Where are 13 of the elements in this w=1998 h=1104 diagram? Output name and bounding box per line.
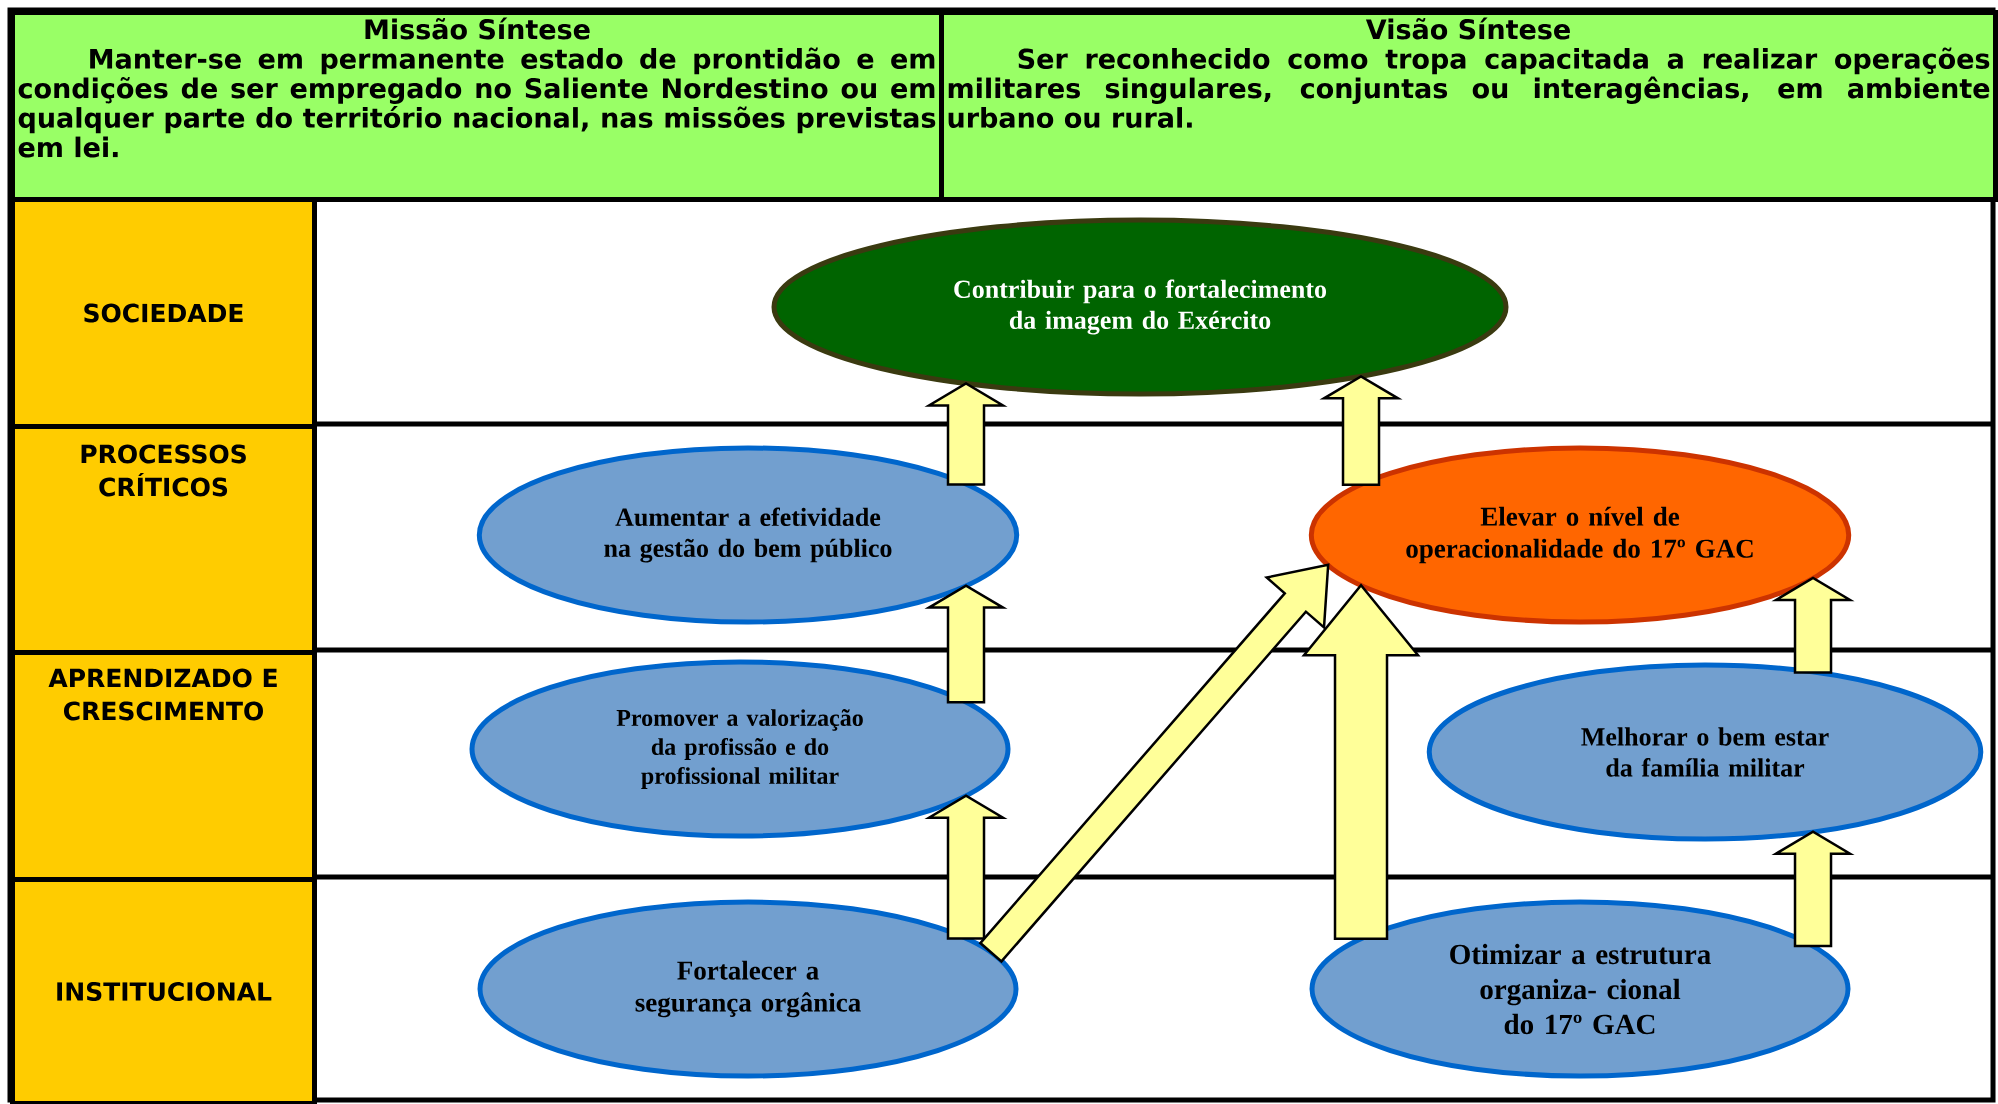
header-box: Visão Síntese Ser reconhecido como tropa capacitada a realizar operações militares singulares, conjuntas ou interagências, em ambiente urbano ou rural. bbox=[939, 10, 1998, 202]
block-arrow bbox=[1301, 583, 1421, 941]
block-arrow bbox=[1319, 374, 1403, 487]
block-arrow bbox=[924, 794, 1008, 940]
block-arrow bbox=[1771, 830, 1855, 948]
row-label-box: INSTITUCIONAL bbox=[10, 877, 317, 1104]
block-arrow bbox=[924, 584, 1008, 704]
row-label-box: PROCESSOS CRÍTICOS bbox=[10, 424, 317, 655]
row-label-box: SOCIEDADE bbox=[10, 197, 317, 429]
header-box: Missão Síntese Manter-se em permanente estado de prontidão e em condições de ser empregado no Saliente Nordestino ou em qualquer parte do território nacional, nas missões previstas em lei. bbox=[10, 10, 944, 202]
block-arrow bbox=[1771, 576, 1855, 674]
block-arrow bbox=[924, 382, 1008, 486]
row-label-box: APRENDIZADO E CRESCIMENTO bbox=[10, 650, 317, 882]
